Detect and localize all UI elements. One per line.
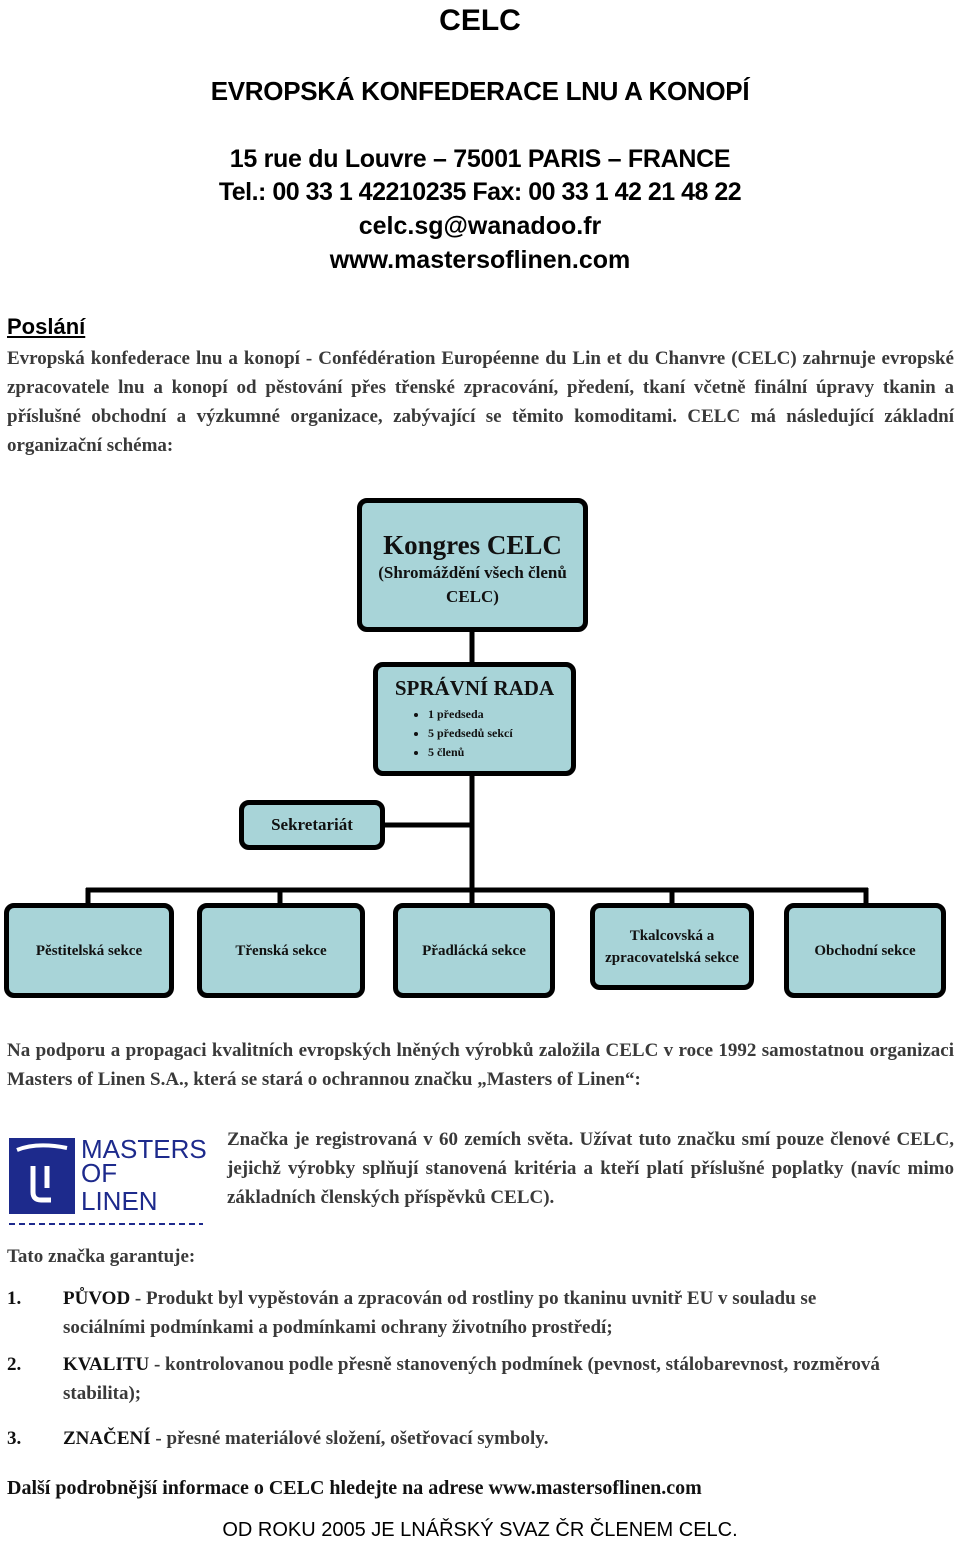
guarantee-item-number: 3. <box>7 1428 22 1449</box>
org-address: 15 rue du Louvre – 75001 PARIS – FRANCE <box>229 145 731 173</box>
org-chart: Kongres CELC (Shromáždění všech členů CE… <box>0 490 960 1010</box>
section-label: Přadlácká sekce <box>422 942 526 959</box>
section-label: Pěstitelská sekce <box>35 942 143 959</box>
board-title: SPRÁVNÍ RADA <box>394 676 555 700</box>
guarantee-item-text: - Produkt byl vypěstován a zpracován od … <box>63 1288 817 1338</box>
section-box: Pěstitelská sekce <box>4 903 174 998</box>
section-box: Přadlácká sekce <box>393 903 555 998</box>
mission-heading: Poslání <box>7 314 86 339</box>
logo-line: LINEN <box>81 1186 158 1216</box>
board-member-item: 1 předseda <box>428 705 571 724</box>
congress-title: Kongres CELC <box>383 530 562 560</box>
section-box: Tkalcovská a zpracovatelská sekce <box>590 903 754 990</box>
section-box: Obchodní sekce <box>784 903 946 998</box>
support-paragraph: Na podporu a propagaci kvalitních evrops… <box>7 1040 954 1090</box>
org-abbreviation: CELC <box>439 4 521 37</box>
section-label: Obchodní sekce <box>814 942 916 959</box>
board-member-list: 1 předseda 5 předsedů sekcí 5 členů <box>378 705 571 762</box>
org-phone-fax: Tel.: 00 33 1 42210235 Fax: 00 33 1 42 2… <box>218 178 742 206</box>
guarantee-item-text: - kontrolovanou podle přesně stanovených… <box>63 1354 880 1404</box>
guarantee-item: 2. KVALITU - kontrolovanou podle přesně … <box>7 1350 907 1410</box>
board-member-item: 5 členů <box>428 743 571 762</box>
board-box: SPRÁVNÍ RADA 1 předseda 5 předsedů sekcí… <box>373 662 576 776</box>
footer-note: OD ROKU 2005 JE LNÁŘSKÝ SVAZ ČR ČLENEM C… <box>222 1519 738 1541</box>
more-info-line: Další podrobnější informace o CELC hlede… <box>7 1477 702 1499</box>
guarantee-heading: Tato značka garantuje: <box>7 1246 196 1267</box>
mission-paragraph: Evropská konfederace lnu a konopí - Conf… <box>7 348 954 456</box>
section-label: Třenská sekce <box>235 942 327 959</box>
section-box: Třenská sekce <box>197 903 365 998</box>
guarantee-item-number: 2. <box>7 1354 22 1375</box>
guarantee-item-keyword: ZNAČENÍ <box>63 1428 151 1449</box>
logo-line: MASTERS <box>81 1134 207 1164</box>
section-label: Tkalcovská a zpracovatelská sekce <box>605 927 739 966</box>
masters-of-linen-logo-image: MASTERS OF LINEN <box>7 1130 207 1228</box>
guarantee-item-keyword: PŮVOD <box>63 1288 131 1309</box>
congress-box: Kongres CELC (Shromáždění všech členů CE… <box>357 498 588 632</box>
guarantee-item: 3. ZNAČENÍ - přesné materiálové složení,… <box>7 1424 907 1454</box>
masters-of-linen-logo: MASTERS OF LINEN <box>7 1130 207 1228</box>
guarantee-item-number: 1. <box>7 1288 22 1309</box>
trademark-paragraph: Značka je registrovaná v 60 zemích světa… <box>227 1129 954 1208</box>
org-chart-connectors <box>85 632 869 903</box>
guarantee-item: 1. PŮVOD - Produkt byl vypěstován a zpra… <box>7 1284 907 1344</box>
logo-line: OF <box>81 1158 117 1188</box>
guarantee-item-keyword: KVALITU <box>63 1354 150 1375</box>
congress-subtitle: (Shromáždění všech členů CELC) <box>378 563 567 606</box>
guarantee-item-text: - přesné materiálové složení, ošetřovací… <box>150 1428 549 1449</box>
secretariat-box: Sekretariát <box>239 800 385 850</box>
org-website: www.mastersoflinen.com <box>329 246 631 274</box>
org-email: celc.sg@wanadoo.fr <box>358 212 602 240</box>
org-full-name: EVROPSKÁ KONFEDERACE LNU A KONOPÍ <box>210 76 750 106</box>
board-member-item: 5 předsedů sekcí <box>428 724 571 743</box>
